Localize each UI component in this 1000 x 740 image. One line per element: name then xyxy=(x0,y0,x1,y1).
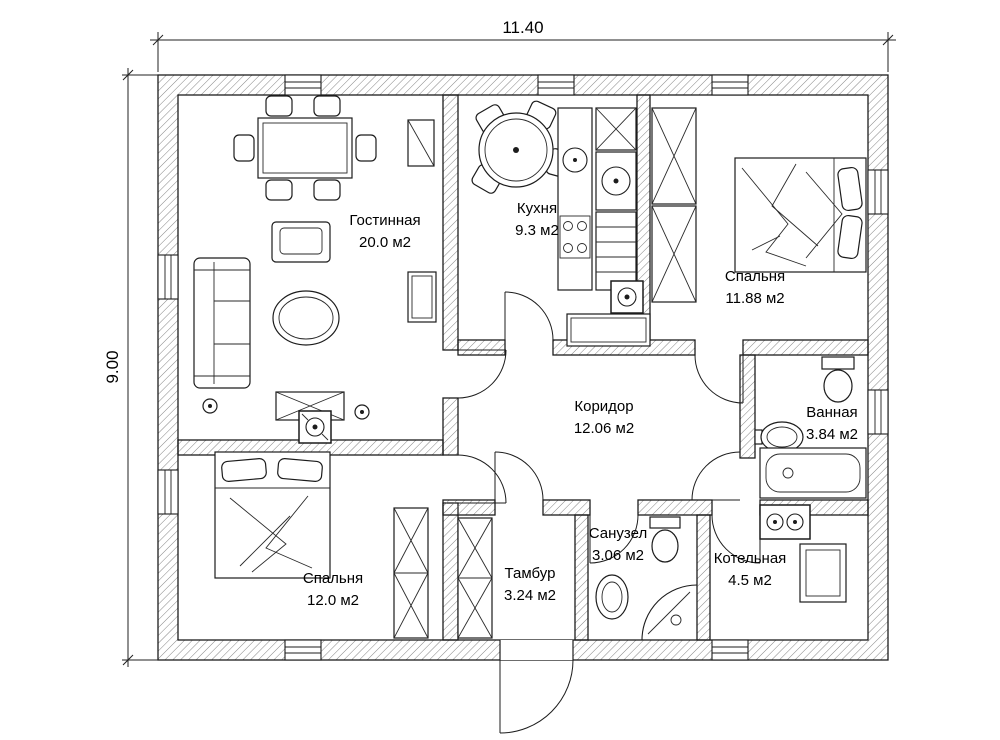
vestibule-closet xyxy=(457,517,493,639)
room-name: Ванная xyxy=(806,404,858,421)
window-icon xyxy=(157,254,179,300)
room-name: Гостинная xyxy=(349,212,421,229)
door-bedroom-1 xyxy=(694,354,744,404)
kitchen-counter xyxy=(557,107,593,291)
room-area: 4.5 м2 xyxy=(728,572,772,589)
toilet-icon xyxy=(821,356,855,403)
room-name: Тамбур xyxy=(504,565,556,582)
pantry-shelves xyxy=(595,211,637,291)
room-label-corridor: Коридор 12.06 м2 xyxy=(574,396,634,440)
entrance-opening xyxy=(499,640,574,660)
stove-icon xyxy=(559,215,591,259)
window-icon xyxy=(867,389,889,435)
window-icon xyxy=(284,74,322,96)
living-room-furniture xyxy=(193,95,437,444)
room-area: 3.24 м2 xyxy=(503,587,557,604)
room-name: Котельная xyxy=(713,550,787,567)
tv-cabinet xyxy=(407,119,437,323)
double-bed xyxy=(734,157,867,273)
coffee-table xyxy=(272,290,340,346)
floor-lamp-icon xyxy=(354,404,370,420)
bathroom-fixtures xyxy=(754,356,867,499)
door-bathroom xyxy=(691,451,741,501)
door-entrance xyxy=(499,659,574,734)
dimension-lines xyxy=(122,32,896,667)
floor-lamp-icon xyxy=(202,398,218,414)
room-label-living-room: Гостинная 20.0 м2 xyxy=(349,210,420,254)
room-name: Коридор xyxy=(574,398,634,415)
window-icon xyxy=(284,639,322,661)
door-living-room xyxy=(457,349,507,399)
door-bedroom-2 xyxy=(457,454,507,504)
room-area: 12.0 м2 xyxy=(306,592,360,609)
room-label-bathroom: Ванная 3.84 м2 xyxy=(806,402,858,446)
room-area: 9.3 м2 xyxy=(515,222,559,239)
wardrobe xyxy=(393,507,429,639)
pillow xyxy=(837,166,863,212)
sink-icon xyxy=(754,421,804,453)
dimension-width-label: 11.40 xyxy=(502,18,544,37)
dimension-height-label: 9.00 xyxy=(103,350,122,384)
door-kitchen xyxy=(504,291,554,341)
armchair xyxy=(271,221,331,263)
doors xyxy=(457,291,761,734)
window-icon xyxy=(157,469,179,515)
kitchen-furniture xyxy=(471,100,651,347)
interior-walls xyxy=(177,94,869,641)
sink-icon xyxy=(562,147,588,173)
washing-machine-icon xyxy=(595,151,637,211)
electrical-panel-icon xyxy=(759,504,811,540)
hall-cabinet xyxy=(566,313,651,347)
wardrobe xyxy=(651,205,697,303)
window-icon xyxy=(711,74,749,96)
vent-symbol-icon xyxy=(610,280,644,314)
fridge-icon xyxy=(595,107,637,151)
room-area: 3.06 м2 xyxy=(591,547,645,564)
door-wc xyxy=(589,514,639,564)
door-vestibule xyxy=(494,451,544,501)
shower-icon xyxy=(641,584,698,641)
room-label-boiler-room: Котельная 4.5 м2 xyxy=(714,548,787,592)
room-name: Спальня xyxy=(724,268,786,285)
room-name: Кухня xyxy=(516,200,558,217)
boiler-room-fixtures xyxy=(759,504,847,603)
room-label-bedroom-2: Спальня 12.0 м2 xyxy=(303,568,363,612)
sofa xyxy=(193,257,251,389)
bedroom-1-furniture xyxy=(651,107,867,303)
room-name: Санузел xyxy=(588,525,648,542)
pillow xyxy=(837,214,863,260)
room-name: Спальня xyxy=(302,570,364,587)
boiler-icon xyxy=(799,543,847,603)
bathtub-icon xyxy=(759,447,867,499)
pillow xyxy=(277,458,323,482)
wardrobe xyxy=(651,107,697,205)
stove-vent-symbol-icon xyxy=(298,410,332,444)
room-area: 11.88 м2 xyxy=(725,290,785,307)
room-label-kitchen: Кухня 9.3 м2 xyxy=(515,198,559,242)
room-label-wc: Санузел 3.06 м2 xyxy=(589,523,647,567)
window-icon xyxy=(711,639,749,661)
toilet-icon xyxy=(649,516,681,563)
room-label-vestibule: Тамбур 3.24 м2 xyxy=(504,563,556,607)
room-area: 12.06 м2 xyxy=(573,420,635,437)
bedroom-2-furniture xyxy=(214,451,429,639)
pillow xyxy=(221,458,267,482)
sink-icon xyxy=(595,574,629,620)
double-bed xyxy=(214,451,331,579)
window-icon xyxy=(537,74,575,96)
room-area: 20.0 м2 xyxy=(358,234,412,251)
dining-table xyxy=(233,95,377,201)
room-area: 3.84 м2 xyxy=(805,426,859,443)
wc-fixtures xyxy=(595,516,698,641)
room-label-bedroom-1: Спальня 11.88 м2 xyxy=(725,266,785,310)
window-icon xyxy=(867,169,889,215)
